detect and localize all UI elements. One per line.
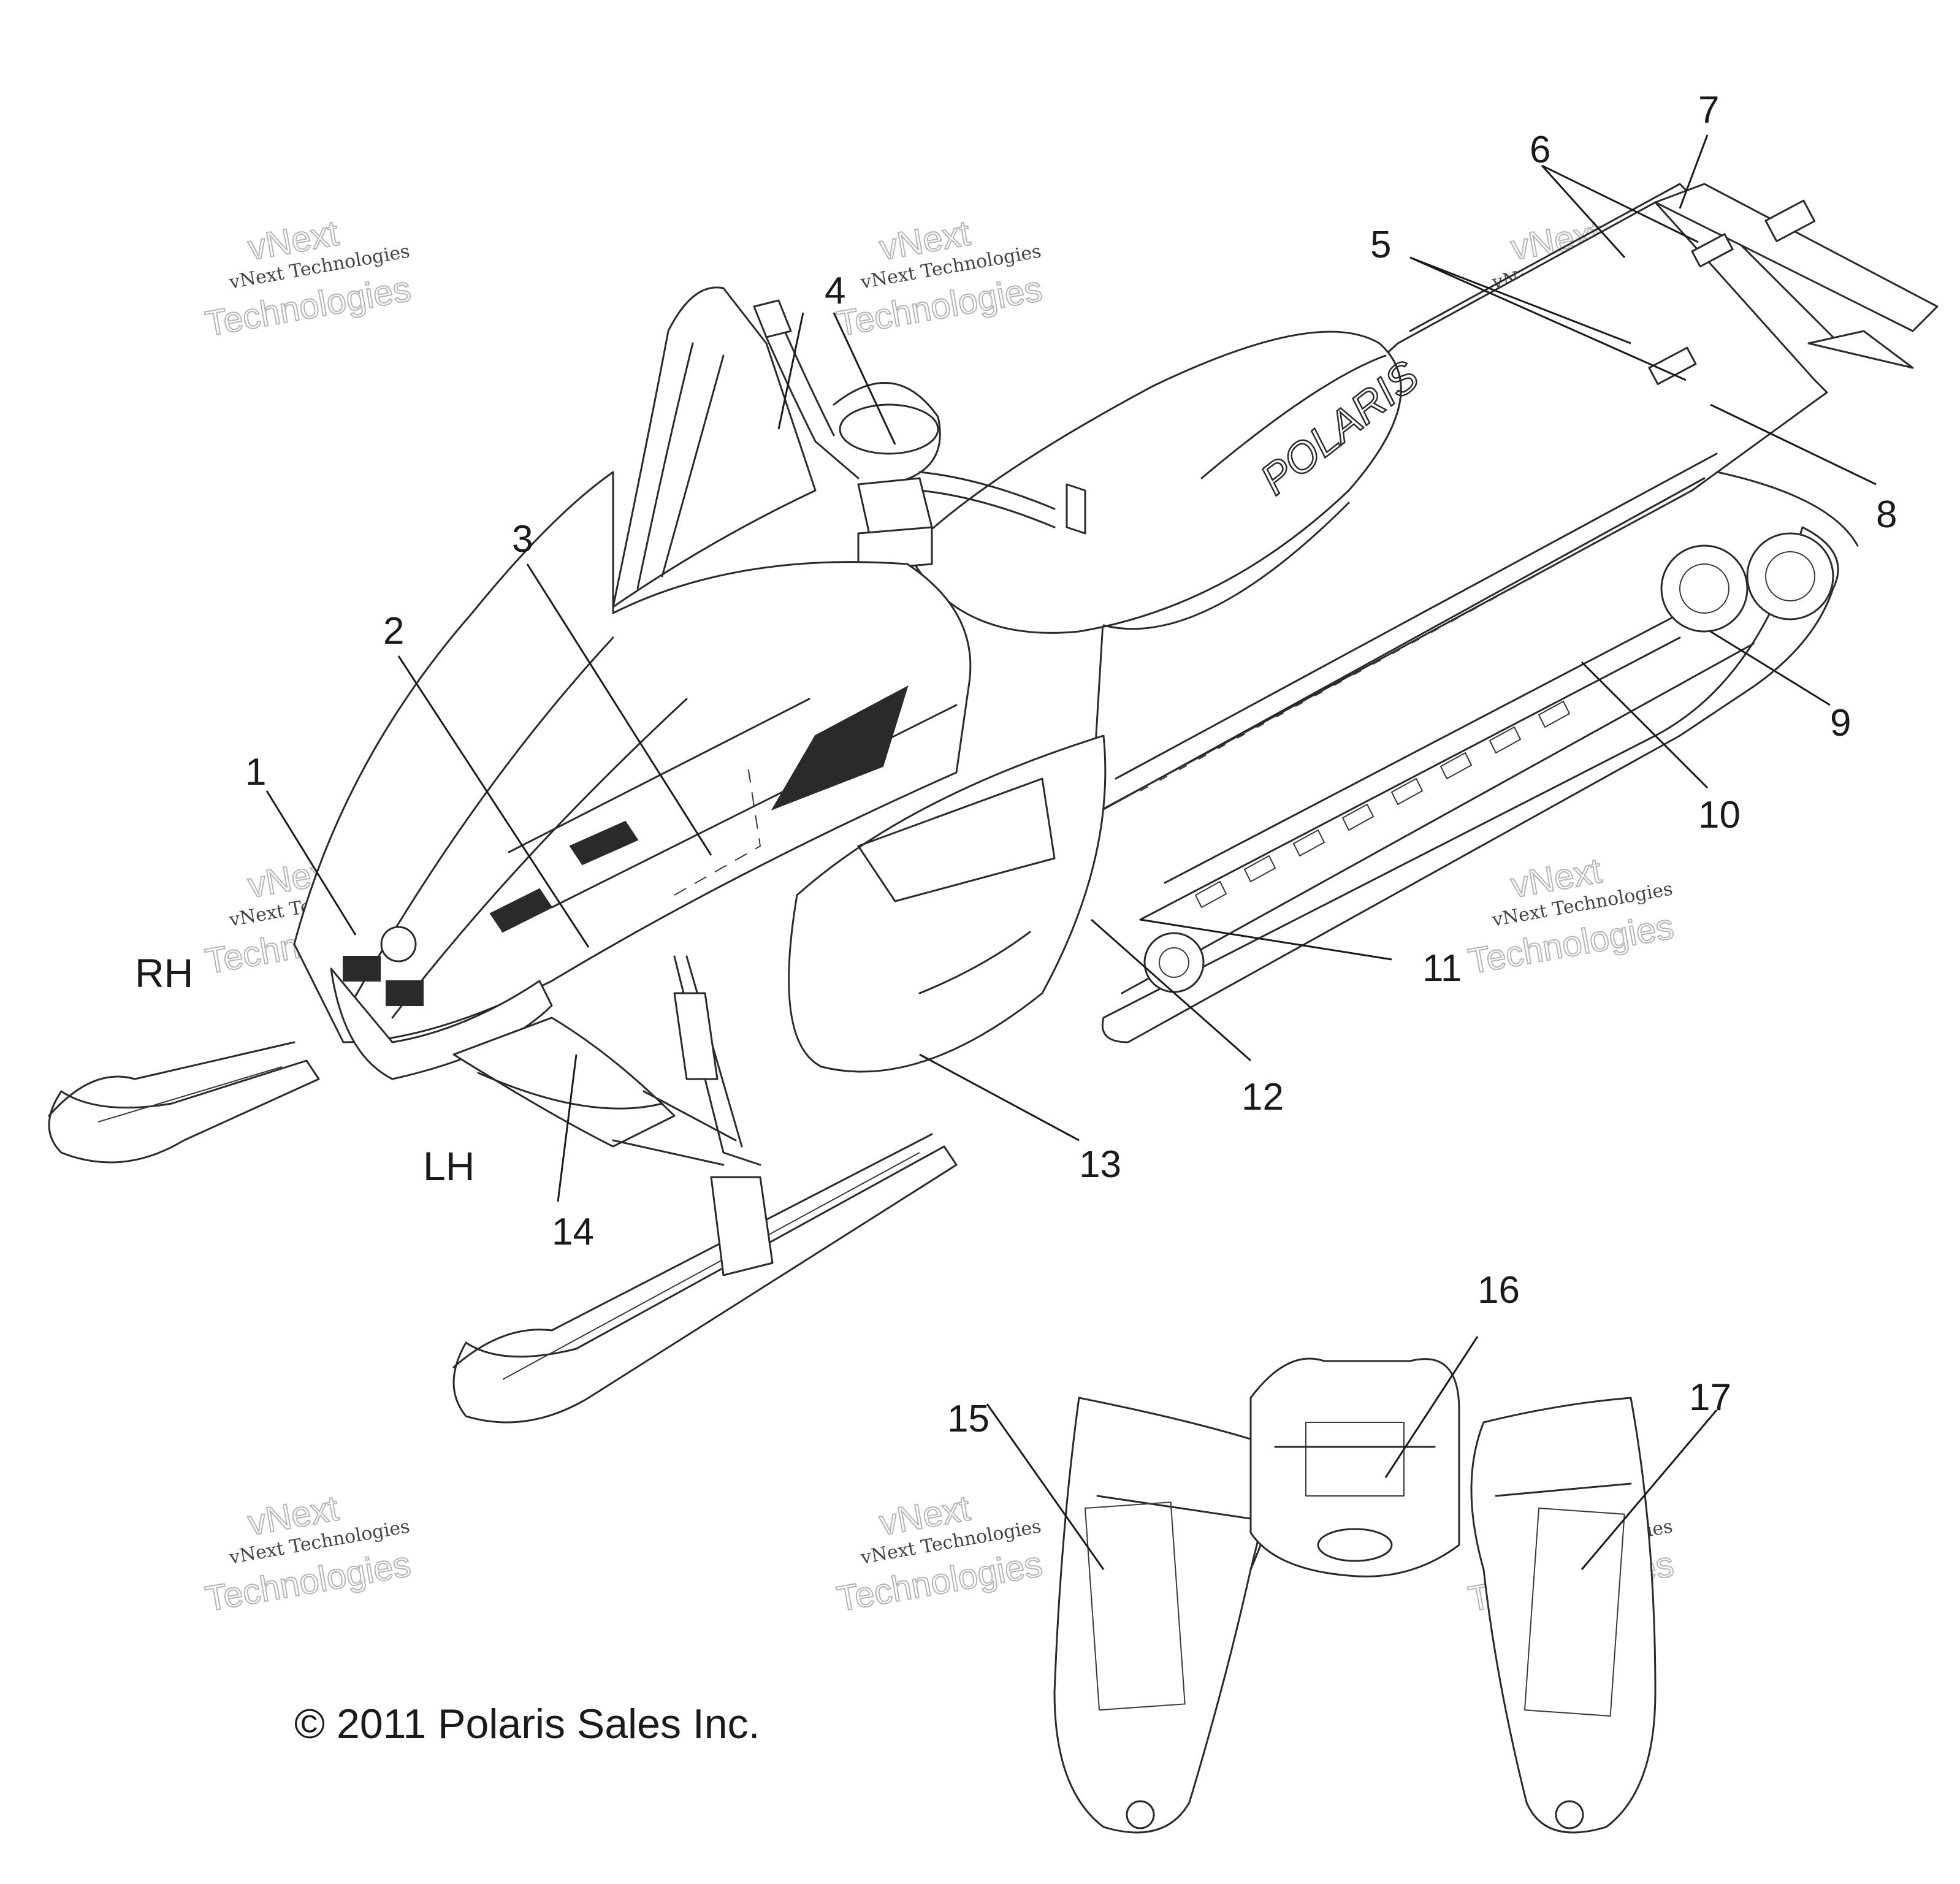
callout-16: 16 <box>1478 1269 1520 1311</box>
tunnel <box>1090 183 1939 817</box>
snowmobile-illustration: POLARIS <box>48 183 1939 1424</box>
callout-1: 1 <box>245 751 266 793</box>
callout-12: 12 <box>1241 1076 1284 1118</box>
callouts: 1 2 3 4 5 6 7 8 9 10 11 12 13 14 15 16 1… <box>245 89 1897 1440</box>
callout-5: 5 <box>1370 224 1391 266</box>
ski-left <box>452 1133 958 1424</box>
headlight <box>386 980 424 1006</box>
callout-3: 3 <box>512 518 533 560</box>
idler-wheel <box>1143 932 1205 993</box>
hood <box>293 471 972 1080</box>
tunnel-decal <box>1648 346 1697 385</box>
idler-wheel <box>1746 532 1834 620</box>
callout-8: 8 <box>1876 494 1897 536</box>
tunnel-decal <box>1691 233 1734 268</box>
dash-panel <box>1249 1357 1460 1577</box>
hood-panels-illustration <box>1053 1357 1657 1834</box>
label-rh: RH <box>135 950 193 996</box>
callout-11: 11 <box>1422 947 1462 990</box>
label-lh: LH <box>423 1143 475 1189</box>
side-panel-right <box>1470 1397 1657 1834</box>
callout-4: 4 <box>825 270 845 312</box>
callout-13: 13 <box>1079 1143 1121 1186</box>
handlebar <box>753 299 1086 571</box>
side-panel <box>788 734 1107 1073</box>
callout-6: 6 <box>1530 129 1550 171</box>
front-suspension <box>612 955 761 1166</box>
windshield <box>612 286 817 608</box>
tunnel-decal <box>1764 199 1816 243</box>
callout-17: 17 <box>1689 1376 1731 1419</box>
hood-vent <box>489 888 553 933</box>
watermark: vNext vNext Technologies Technologies <box>833 212 1046 345</box>
rail-windows <box>1195 701 1570 908</box>
callout-9: 9 <box>1830 702 1851 744</box>
watermark: vNext vNext Technologies Technologies <box>1465 850 1677 982</box>
headlight <box>343 956 381 982</box>
watermark: vNext vNext Technologies Technologies <box>202 212 414 345</box>
hood-emblem <box>380 926 417 963</box>
copyright-notice: © 2011 Polaris Sales Inc. <box>294 1701 760 1747</box>
callout-7: 7 <box>1698 89 1719 131</box>
callout-2: 2 <box>383 610 404 652</box>
side-panel-left <box>1053 1397 1279 1834</box>
hood-vent <box>771 685 909 810</box>
callout-14: 14 <box>552 1211 594 1253</box>
belly-pan <box>452 1016 676 1148</box>
watermark: vNext vNext Technologies Technologies <box>833 1487 1046 1620</box>
watermark: vNext vNext Technologies Technologies <box>202 1487 414 1620</box>
ski-right <box>48 1041 320 1164</box>
callout-10: 10 <box>1698 794 1741 836</box>
idler-wheel <box>1660 544 1748 633</box>
callout-15: 15 <box>947 1398 990 1440</box>
hood-vent <box>569 820 639 866</box>
leader-lines <box>265 134 1877 1570</box>
